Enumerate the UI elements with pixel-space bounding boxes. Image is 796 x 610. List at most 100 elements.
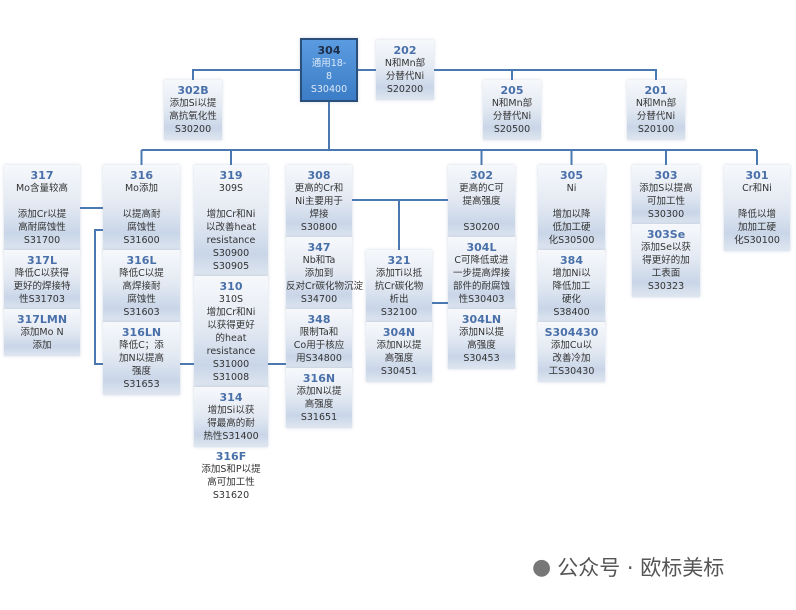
node-line: S31600: [123, 235, 160, 246]
node-line: 部件的耐腐蚀: [452, 281, 510, 292]
node-line: N和Mn部: [635, 98, 677, 109]
node-line: 降低以增: [737, 209, 776, 220]
node-line: [724, 195, 790, 208]
node-line: 得最高的耐: [207, 418, 255, 429]
connector-line: [192, 69, 300, 80]
node-line: 改善冷加: [552, 353, 591, 364]
node-line: [4, 195, 80, 208]
node-title: 347: [307, 241, 331, 254]
node-line: S38400: [553, 307, 590, 318]
node-line: S31603: [123, 307, 160, 318]
node-line: S30451: [380, 366, 418, 377]
wechat-icon: ●: [532, 554, 552, 580]
node-line: 增加Cr和Ni: [206, 307, 256, 318]
node-line: 增加Si以获: [207, 405, 255, 416]
node-title: 205: [500, 84, 524, 97]
node-line: 添加S以提高: [639, 183, 693, 194]
node-line: 增加以降: [552, 209, 591, 220]
node-line: 添加: [32, 340, 52, 351]
node-line: [103, 195, 180, 208]
node-line: 性S31703: [19, 294, 65, 305]
node-line: 添加Cu以: [550, 340, 593, 351]
node-line: 添加S和P以提: [201, 464, 261, 475]
node-line: S30300: [647, 209, 685, 220]
node-line: 强度: [131, 366, 151, 377]
node-line: 加加工硬: [737, 222, 776, 233]
node-line: 8: [325, 71, 333, 82]
node-title: 384: [560, 254, 583, 267]
node-line: Cr和Ni: [742, 183, 772, 194]
node-line: 更高的C可: [459, 183, 504, 194]
node-line: 高强度: [384, 353, 414, 364]
node-line: 高焊接耐: [122, 281, 161, 292]
node-title: 314: [219, 391, 243, 404]
node-line: 高可加工性: [207, 477, 255, 488]
node-line: S30800: [300, 222, 338, 233]
node-line: 工S30430: [548, 366, 595, 377]
node-line: S30200: [174, 124, 212, 135]
node-line: 增加Cr和Ni: [206, 209, 256, 220]
node-line: 高耐腐蚀性: [18, 222, 66, 233]
node-line: [538, 195, 605, 208]
watermark-text: 公众号 · 欧标美标: [557, 556, 725, 580]
node-title: 319: [219, 169, 243, 182]
node-line: S31000: [212, 359, 250, 370]
node-line: S20100: [637, 124, 675, 135]
node-line: [448, 208, 515, 221]
node-line: 的heat: [215, 333, 247, 344]
node-line: Ni主要用于: [295, 196, 343, 207]
node-line: Ni: [566, 183, 577, 194]
node-title: 305: [560, 169, 583, 182]
node-line: 更好的焊接特: [13, 281, 71, 292]
node-line: 热性S31400: [203, 431, 259, 442]
node-title: 201: [644, 84, 668, 97]
node-line: 硬化: [561, 294, 581, 305]
node-title: 304L: [466, 241, 497, 254]
node-line: S30900: [212, 248, 250, 259]
node-line: 抗Cr碳化物: [374, 281, 424, 292]
node-title: 316LN: [121, 326, 162, 339]
node-line: 腐蚀性: [127, 294, 156, 305]
node-line: S31653: [123, 379, 160, 390]
node-title: 317LMN: [16, 313, 68, 326]
node-title: 310: [219, 280, 243, 293]
node-title: 202: [393, 44, 417, 57]
node-line: 更高的Cr和: [294, 183, 344, 194]
node-line: 分替代Ni: [385, 71, 425, 82]
node-line: 反对Cr碳化物沉淀: [286, 281, 364, 292]
node-line: 工表面: [651, 268, 681, 279]
node-title: 316F: [215, 450, 247, 463]
node-title: 316N: [302, 372, 336, 385]
node-line: 以获得更好: [207, 320, 255, 331]
node-line: 添加Mo N: [20, 327, 64, 338]
connector-line: [434, 69, 657, 80]
node-line: N和Mn部: [491, 98, 533, 109]
node-line: S31700: [23, 235, 61, 246]
node-line: S31620: [212, 490, 250, 501]
node-line: 析出: [389, 294, 409, 305]
node-line: Co用于核应: [293, 340, 345, 351]
node-line: 通用18-: [311, 58, 347, 69]
node-line: 提高强度: [462, 196, 501, 207]
node-line: S30905: [212, 261, 250, 272]
